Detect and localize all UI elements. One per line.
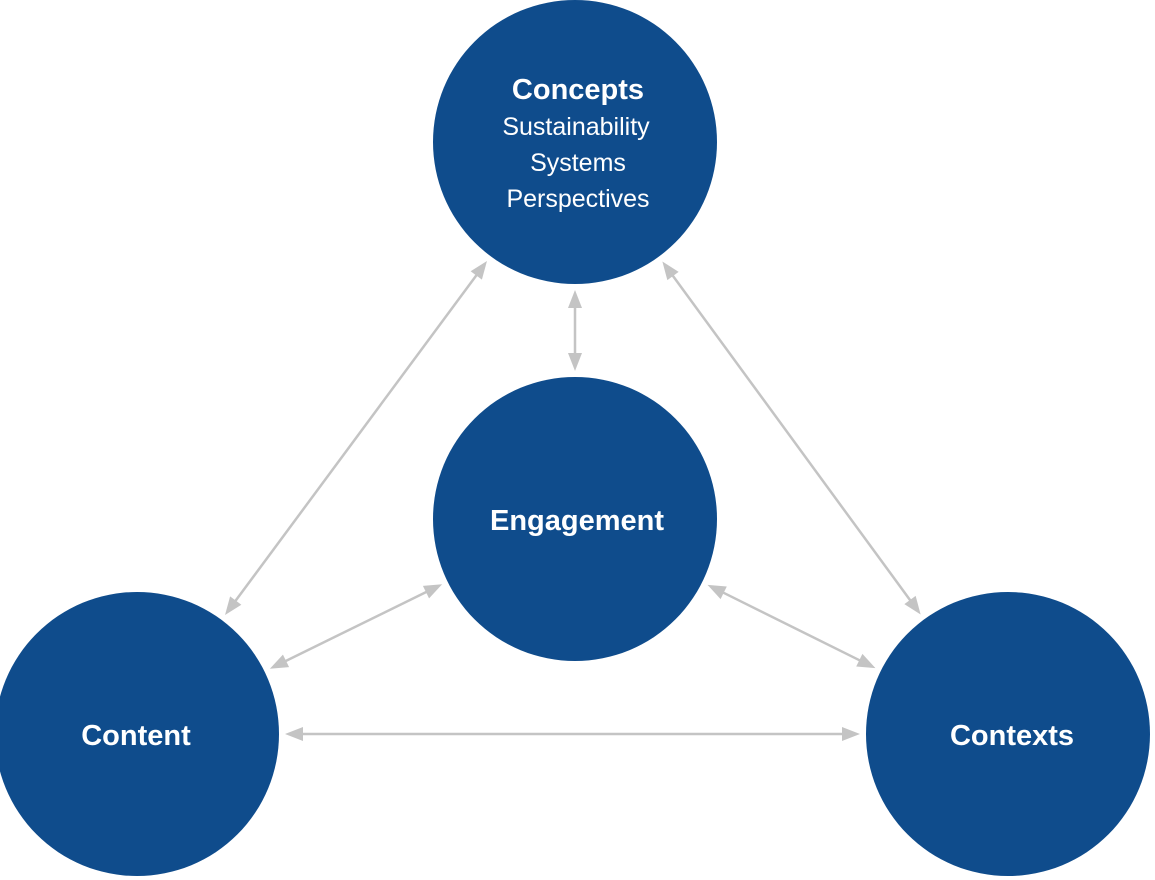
node-contexts-title: Contexts <box>950 720 1074 752</box>
node-engagement-circle <box>433 377 717 661</box>
node-engagement: Engagement <box>433 377 717 661</box>
node-content: Content <box>0 592 279 876</box>
node-content-circle <box>0 592 279 876</box>
node-concepts: Concepts Sustainability Systems Perspect… <box>433 0 717 284</box>
node-contexts-circle <box>866 592 1150 876</box>
arrowhead-concepts <box>662 261 679 281</box>
arrowhead-content <box>225 596 242 616</box>
arrowhead-contexts <box>842 727 860 741</box>
arrowhead-engagement <box>422 584 443 599</box>
arrowhead-contexts <box>856 653 876 669</box>
arrowhead-engagement <box>568 353 582 371</box>
node-concepts-item-2: Systems <box>530 149 626 177</box>
arrowhead-content <box>285 727 303 741</box>
node-concepts-item-1: Sustainability <box>502 113 650 141</box>
node-concepts-item-3: Perspectives <box>506 185 649 213</box>
connector-engagement-contexts <box>721 590 862 663</box>
node-concepts-title: Concepts <box>512 74 644 106</box>
node-contexts: Contexts <box>866 592 1150 876</box>
connector-concepts-content <box>233 273 479 603</box>
arrowhead-concepts <box>470 260 487 280</box>
connector-engagement-content <box>283 590 429 663</box>
node-engagement-title: Engagement <box>490 505 664 537</box>
connectors <box>225 260 921 741</box>
node-concepts-circle <box>433 0 717 284</box>
arrowhead-engagement <box>707 584 727 600</box>
arrowhead-concepts <box>568 290 582 308</box>
node-content-title: Content <box>81 720 191 752</box>
arrowhead-contexts <box>904 595 921 615</box>
connector-concepts-contexts <box>670 273 913 603</box>
arrowhead-content <box>269 654 290 669</box>
